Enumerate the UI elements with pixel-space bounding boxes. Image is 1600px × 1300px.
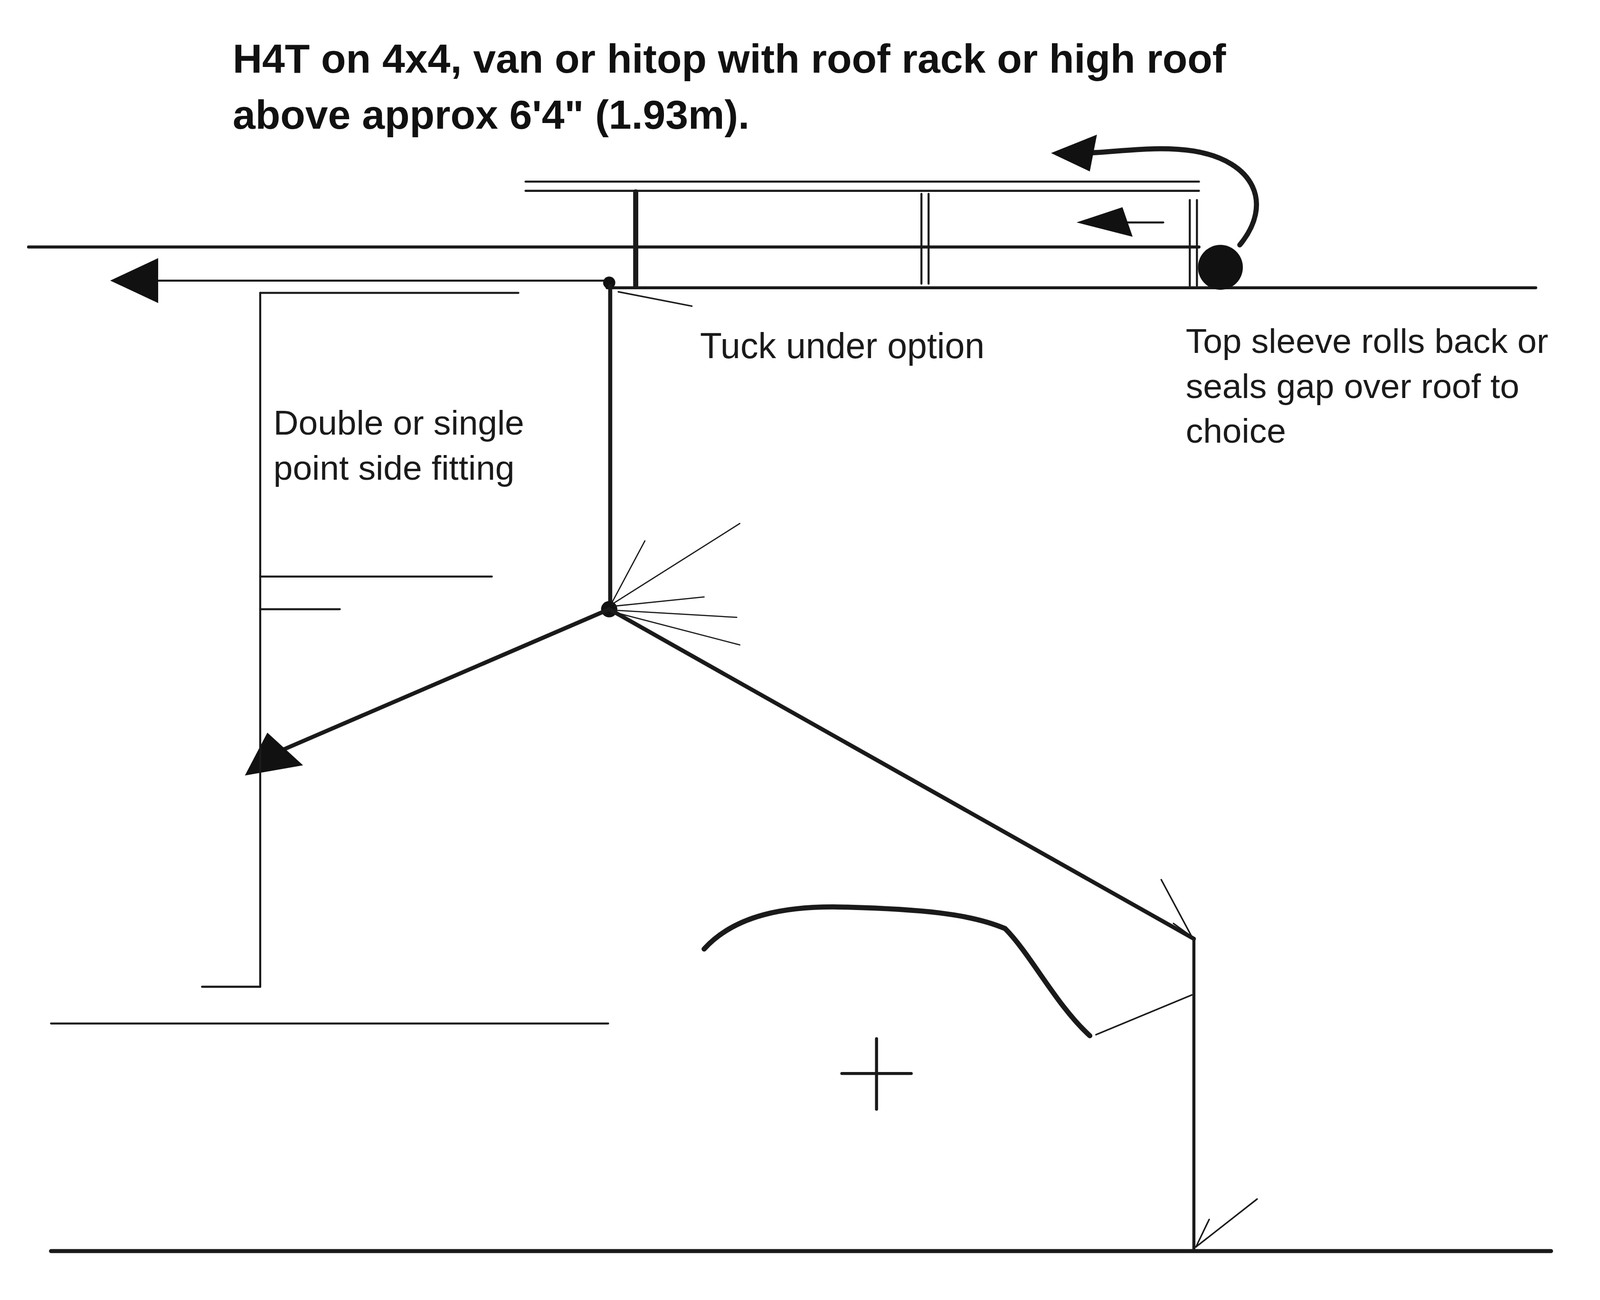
fitting-label: Double or single point side fitting	[273, 399, 580, 491]
roof-line	[28, 245, 1199, 249]
awning-pole	[608, 285, 613, 610]
side-fitting	[259, 293, 262, 987]
arrowhead	[110, 258, 159, 304]
guy-line	[1096, 994, 1193, 1035]
side-fitting	[260, 575, 493, 578]
tick-marks	[1161, 879, 1258, 1247]
rack-post	[927, 193, 930, 284]
awning-pole	[277, 609, 609, 753]
side-fitting	[260, 607, 341, 610]
roll-back-arrow	[1081, 148, 1257, 245]
roof-line	[606, 286, 1536, 290]
ground-line	[50, 1249, 1551, 1254]
awning-pole	[1192, 938, 1196, 1250]
arrowhead	[245, 732, 303, 776]
rack-post	[1195, 199, 1198, 286]
side-fitting	[201, 985, 260, 988]
side-fitting	[260, 291, 519, 294]
rolled-sleeve	[1197, 245, 1243, 291]
wheel-arch	[704, 906, 1090, 1036]
vehicle-line	[50, 1022, 608, 1025]
rack-post	[1188, 199, 1191, 286]
sleeve-note: Top sleeve rolls back or seals gap over …	[1185, 318, 1590, 454]
wheel-centre	[874, 1038, 878, 1109]
option-label: Tuck under option	[700, 322, 1048, 370]
motion-rays	[612, 523, 740, 645]
arrowhead	[1076, 207, 1133, 237]
rack-post	[633, 191, 639, 286]
diagram-title: H4T on 4x4, van or hitop with roof rack …	[232, 30, 1254, 143]
rack-post	[920, 193, 923, 284]
roof-rack-rail	[525, 180, 1200, 183]
extension-line	[152, 279, 607, 282]
awning-pole	[609, 609, 1194, 939]
roof-rack-rail	[525, 189, 1200, 192]
leader-line	[618, 291, 692, 306]
arrowhead	[1050, 134, 1098, 172]
